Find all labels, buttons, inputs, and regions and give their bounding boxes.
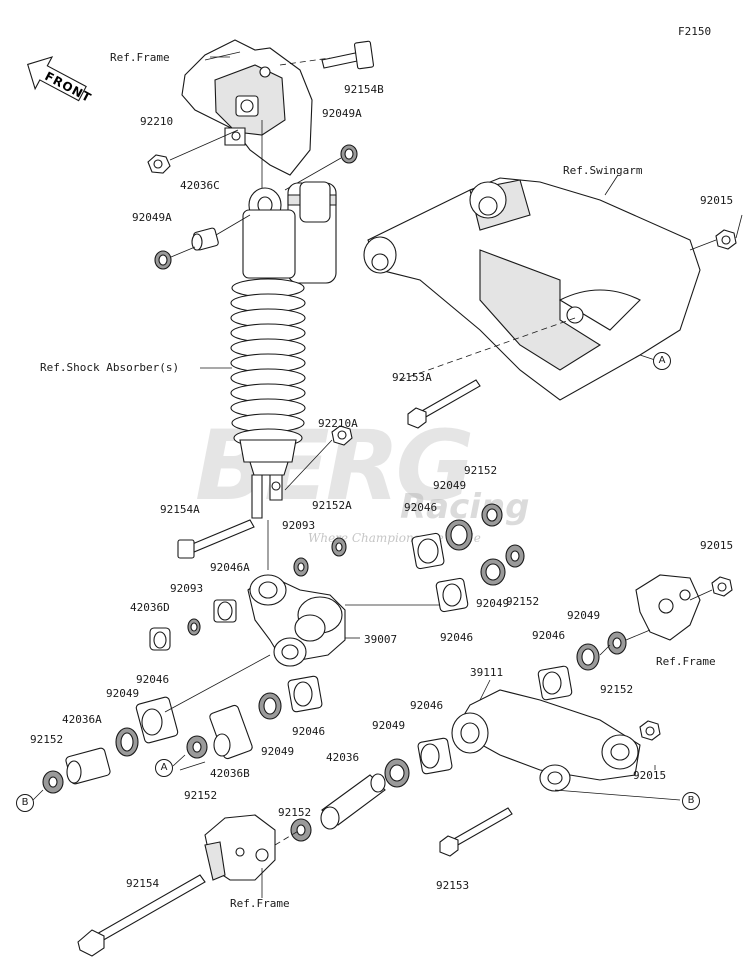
nut-92210 [147,129,239,174]
part-label-92046a: 92046A [210,561,250,574]
collar-92152-b [505,544,525,568]
part-label-92152-c: 92152 [600,683,634,696]
part-label-92046-b: 92046 [440,631,474,644]
collar-42036c [191,214,251,251]
collar-92152-e [290,818,312,842]
axle-bolt-92154 [77,874,206,957]
frame-right-bracket [635,574,733,641]
nut-92015-top [689,214,743,251]
collar-42036 [320,773,386,830]
part-label-92046-e: 92046 [292,725,326,738]
collar-92049a-left [154,246,196,270]
part-label-92154: 92154 [126,877,160,890]
bearing-92046-b [435,577,469,613]
part-label-92049-a: 92049 [433,479,467,492]
part-label-92093-b: 92093 [170,582,204,595]
bearing-92046-c [287,675,323,713]
part-label-92046-d: 92046 [136,673,170,686]
seal-92049-c [576,643,600,671]
part-label-92154b: 92154B [344,83,384,96]
ref-swingarm-label: Ref.Swingarm [563,164,643,177]
callout-b-left: B [16,794,34,812]
callout-a-swingarm: A [653,352,671,370]
part-label-92154a: 92154A [160,503,200,516]
part-label-92210: 92210 [140,115,174,128]
collar-42036b [209,704,253,760]
collar-92152-left [32,770,64,801]
shock-absorber [230,120,337,570]
collar-92152-c [607,629,651,655]
part-label-92152-a: 92152 [464,464,498,477]
bearing-92046a [213,599,237,623]
nut-92210a [284,425,353,491]
collar-92152-a [481,503,503,527]
bolt-92153 [439,807,513,857]
part-label-92153a: 92153A [392,371,432,384]
callout-a-link: A [155,759,173,777]
part-label-42036b: 42036B [210,767,250,780]
part-label-42036c: 42036C [180,179,220,192]
bearing-92046-g [417,737,453,775]
part-label-42036a: 42036A [62,713,102,726]
collar-42036d [149,627,171,651]
part-label-92046-a: 92046 [404,501,438,514]
part-label-92049-e: 92049 [261,745,295,758]
ref-frame-bottom-label: Ref.Frame [230,897,290,910]
part-label-92015-top: 92015 [700,194,734,207]
part-label-92153: 92153 [436,879,470,892]
part-label-92152-b: 92152 [506,595,540,608]
bearing-92046-a [411,532,445,570]
part-label-92152a: 92152A [312,499,352,512]
bolt-92153a [407,379,481,429]
collar-42036a [65,747,111,785]
part-label-92210a: 92210A [318,417,358,430]
ref-shock-absorber-label: Ref.Shock Absorber(s) [40,361,180,374]
part-label-39111: 39111 [470,666,504,679]
frame-bottom-bracket [204,814,301,898]
seal-92049-b [480,558,506,586]
bearing-92046-f [135,654,271,744]
swingarm [363,174,701,401]
part-label-92049-c: 92049 [567,609,601,622]
collar-92093-b [187,618,201,636]
part-label-92015-bottom: 92015 [633,769,667,782]
part-label-92093-a: 92093 [282,519,316,532]
collar-92152-d [172,735,208,767]
bolt-92154a [177,519,255,559]
part-label-92046-c: 92046 [532,629,566,642]
ref-frame-top-label: Ref.Frame [110,51,170,64]
ref-frame-right-label: Ref.Frame [656,655,716,668]
seal-92049-f [384,758,410,788]
part-label-92152-d: 92152 [30,733,64,746]
part-label-92049-b: 92049 [476,597,510,610]
part-label-92046-g: 92046 [410,699,444,712]
collar-92093-a [293,557,309,577]
seal-92049-e [258,692,282,720]
frame-top-bracket [181,39,313,176]
collar-92049a-top [284,144,358,191]
part-label-92152-f: 92152 [278,806,312,819]
part-label-92152-e: 92152 [184,789,218,802]
bearing-92046-d [537,665,573,701]
part-label-92015-mid: 92015 [700,539,734,552]
part-label-92049a-top: 92049A [322,107,362,120]
front-direction-arrow-icon: FRONT [26,56,94,105]
tie-rod-39007 [247,574,440,667]
watermark-subtitle: Racing [400,487,530,527]
collar-92152a [331,537,347,557]
part-label-92049a-left: 92049A [132,211,172,224]
part-label-42036: 42036 [326,751,360,764]
bolt-92154b [279,40,375,70]
part-label-92049-d: 92049 [106,687,140,700]
part-label-39007: 39007 [364,633,398,646]
rocker-arm-39111 [451,689,681,801]
part-label-92049-f: 92049 [372,719,406,732]
part-label-42036d: 42036D [130,601,170,614]
seal-92049-a [445,519,473,551]
callout-b-rocker: B [682,792,700,810]
seal-92049-d [115,727,139,757]
figure-code: F2150 [678,25,712,38]
